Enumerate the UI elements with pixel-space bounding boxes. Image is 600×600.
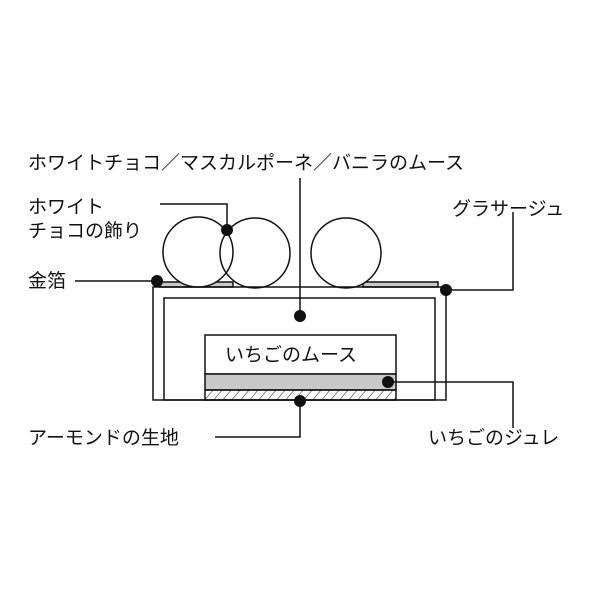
label-white-choco-1: ホワイト bbox=[28, 196, 105, 218]
white-choco-ball-3 bbox=[310, 217, 382, 289]
pointer-dot bbox=[440, 284, 452, 296]
label-gold-leaf: 金箔 bbox=[28, 270, 67, 292]
pointer-dot bbox=[221, 224, 233, 236]
label-top-mousse: ホワイトチョコ／マスカルポーネ／バニラのムース bbox=[28, 152, 465, 174]
strawberry-mousse-box bbox=[204, 334, 397, 375]
strawberry-gelee-layer bbox=[204, 373, 397, 391]
label-white-choco-2: チョコの飾り bbox=[28, 220, 143, 242]
pointer-dot bbox=[382, 376, 394, 388]
pointer-dot bbox=[294, 395, 306, 407]
pointer-dot bbox=[294, 310, 306, 322]
label-almond-sponge: アーモンドの生地 bbox=[28, 427, 179, 449]
label-glacage: グラサージュ bbox=[452, 198, 565, 220]
label-strawberry-gelee: いちごのジュレ bbox=[428, 427, 560, 449]
white-choco-ball-2 bbox=[219, 217, 291, 289]
pointer-dot bbox=[151, 275, 163, 287]
label-strawberry-mousse: いちごのムース bbox=[225, 344, 358, 366]
